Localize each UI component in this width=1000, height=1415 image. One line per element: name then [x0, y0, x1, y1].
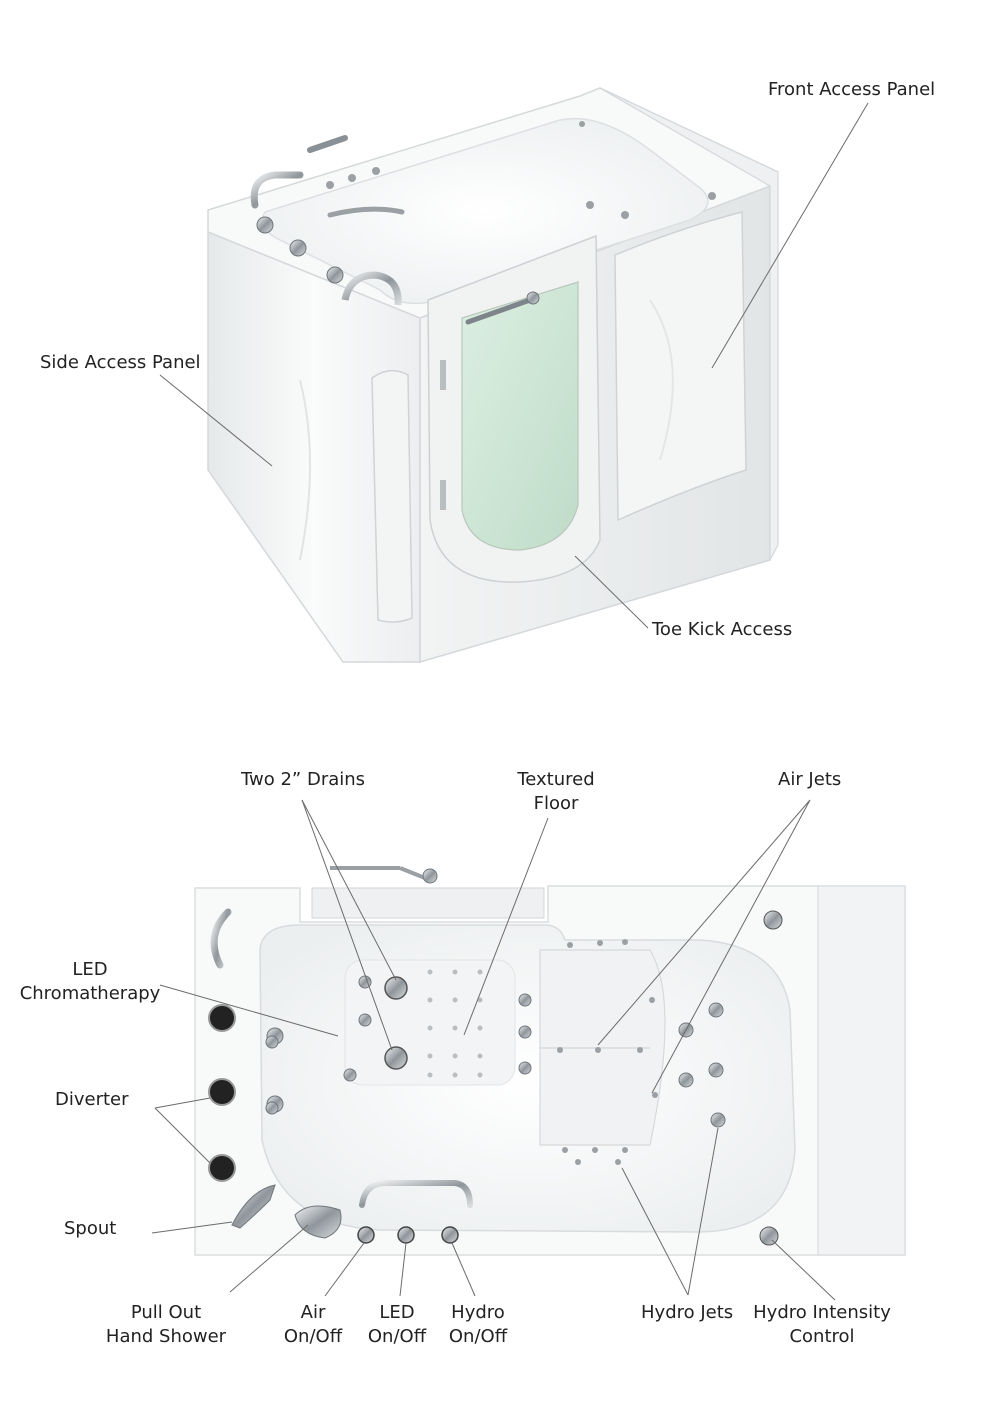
label-spout: Spout	[64, 1218, 117, 1239]
deck-faucets	[250, 121, 716, 306]
drain-lower	[384, 1046, 408, 1070]
hydro-button	[441, 1226, 459, 1244]
tub-plan-view	[194, 866, 906, 1256]
label-two-drains: Two 2” Drains	[241, 769, 366, 790]
label-air-jets: Air Jets	[778, 769, 842, 790]
diverter-knob-2	[208, 1154, 236, 1182]
plan-leader-lines	[151, 799, 836, 1301]
label-diverter: Diverter	[55, 1089, 129, 1110]
spout	[231, 1184, 276, 1229]
label-pull-out-hand-shower: Pull Out Hand Shower	[105, 1302, 227, 1347]
label-textured-floor: Textured Floor	[517, 769, 595, 814]
grab-bar	[359, 1180, 473, 1208]
label-side-access-panel: Side Access Panel	[40, 352, 201, 373]
tub-basin	[261, 117, 709, 305]
diverter-knob-1	[208, 1078, 236, 1106]
label-air-on-off: Air On/Off	[283, 1302, 343, 1347]
label-led-on-off: LED On/Off	[367, 1302, 427, 1347]
label-toe-kick-access: Toe Kick Access	[652, 619, 793, 640]
label-hydro-jets: Hydro Jets	[641, 1302, 734, 1323]
label-hydro-intensity-control: Hydro Intensity Control	[753, 1302, 891, 1347]
front-access-panel	[614, 211, 747, 522]
hand-shower	[294, 1205, 342, 1239]
label-led-chromatherapy: LED Chromatherapy	[19, 959, 161, 1004]
label-hydro-on-off: Hydro On/Off	[448, 1302, 508, 1347]
tub-3d-view	[207, 87, 780, 663]
drain-upper	[384, 976, 408, 1000]
top-leader-lines	[159, 102, 869, 629]
hydro-intensity-knob	[759, 1226, 779, 1246]
side-access-panel-inset	[371, 369, 413, 623]
led-button	[397, 1226, 415, 1244]
door-glass	[461, 281, 579, 551]
label-front-access-panel: Front Access Panel	[768, 79, 936, 100]
air-button	[357, 1226, 375, 1244]
led-chromatherapy-knob	[208, 1004, 236, 1032]
plan-basin	[259, 924, 796, 1233]
